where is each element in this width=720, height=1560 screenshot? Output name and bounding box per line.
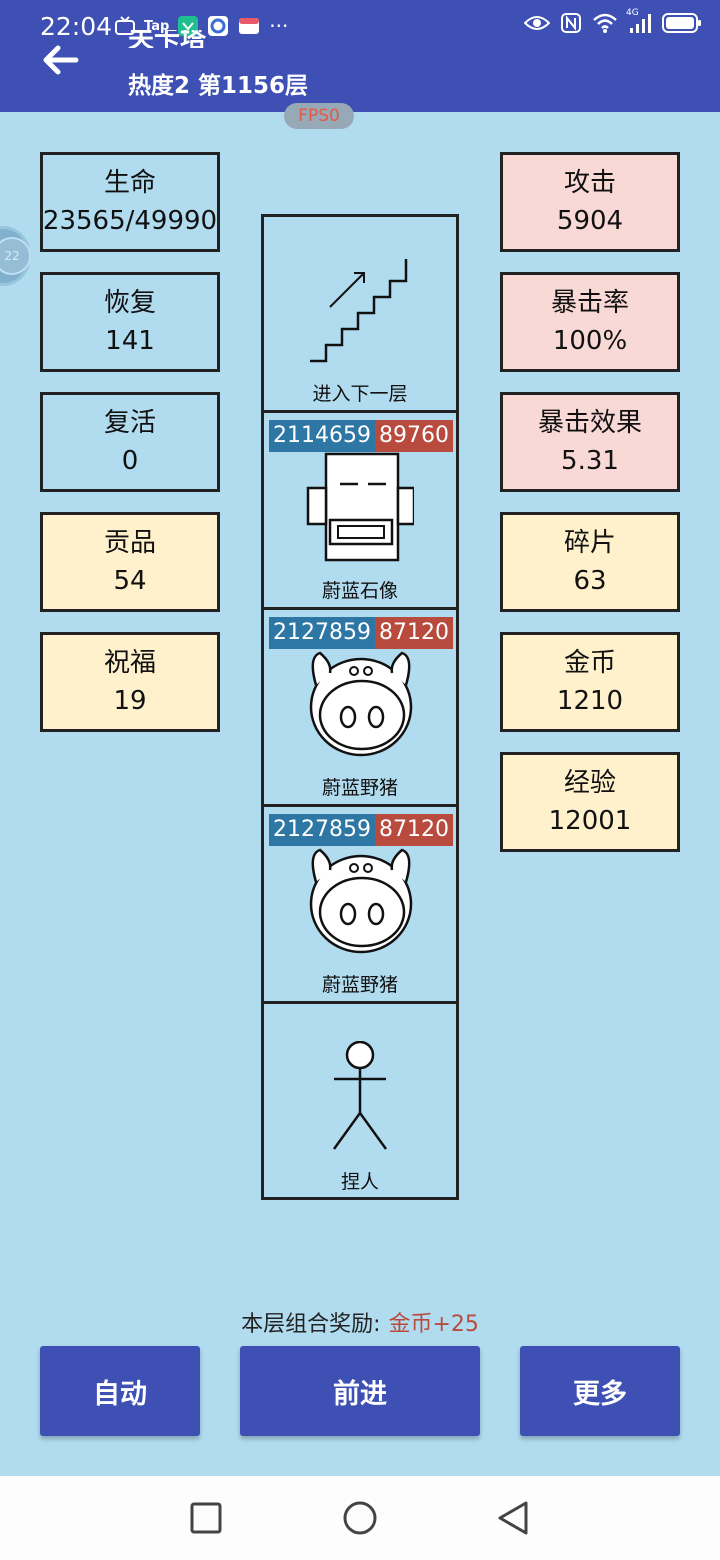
page-title: 关卡塔 [128,30,207,48]
stat-exp: 经验 12001 [500,752,680,852]
stat-label: 恢复 [103,288,156,318]
stat-label: 贡品 [103,528,156,558]
stat-attack: 攻击 5904 [500,152,680,252]
enemy-hp: 2127859 [269,617,375,649]
enemy-stat-bar: 2114659 89760 [269,420,453,452]
enemy-attack: 87120 [374,814,453,846]
stat-label: 祝福 [103,648,156,678]
app-red-icon [237,15,261,37]
boar-icon [309,651,413,757]
enemy-name: 蔚蓝石像 [321,580,398,602]
stat-label: 生命 [103,168,156,198]
nfc-icon [560,12,582,38]
stat-value: 54 [113,566,147,596]
notification-icons: Tap ··· [114,14,288,38]
stat-value: 63 [573,566,607,596]
stat-label: 暴击效果 [537,408,642,438]
stat-label: 金币 [563,648,616,678]
stairs-icon [310,259,408,363]
stat-gold: 金币 1210 [500,632,680,732]
signal-icon: 4G [626,8,652,38]
back-arrow-icon [43,45,79,75]
stat-value: 1210 [556,686,624,716]
enemy-hp: 2127859 [269,814,375,846]
tower-cell-player[interactable]: 捏人 [264,1005,456,1197]
tower-cell-enemy[interactable]: 2127859 87120 蔚蓝野猪 [264,808,456,1004]
enemy-stat-bar: 2127859 87120 [269,617,453,649]
stat-value: 5904 [556,206,624,236]
stat-tribute: 贡品 54 [40,512,220,612]
taptap-icon: Tap [144,18,170,34]
player-name: 捏人 [340,1171,379,1193]
system-nav-bar [0,1476,720,1560]
app-green-icon [177,15,199,37]
boar-icon [309,848,413,954]
status-time: 22:04 [40,12,113,41]
stat-revive: 复活 0 [40,392,220,492]
reward-value: 金币+25 [388,1312,479,1337]
stat-value: 23565/49990 [42,206,218,236]
stat-life: 生命 23565/49990 [40,152,220,252]
more-notifications-icon: ··· [269,14,289,38]
tower-column: 进入下一层 2114659 89760 蔚蓝石像 2127859 87120 [261,214,459,1200]
app-blue-icon [207,15,229,37]
stat-value: 5.31 [561,446,619,476]
stat-label: 经验 [563,768,616,798]
recents-square-icon[interactable] [190,1502,222,1534]
stat-value: 141 [105,326,155,356]
stat-label: 攻击 [563,168,616,198]
forward-button[interactable]: 前进 [240,1346,480,1436]
stat-value: 19 [113,686,147,716]
tower-cell-enemy[interactable]: 2127859 87120 蔚蓝野猪 [264,611,456,807]
floating-assistant-ball[interactable]: 22 [0,226,31,286]
tv-icon [114,15,136,37]
stat-fragments: 碎片 63 [500,512,680,612]
stat-crit-rate: 暴击率 100% [500,272,680,372]
fps-badge: FPS0 [284,103,354,129]
cell-label: 进入下一层 [312,383,408,405]
tower-cell-enemy[interactable]: 2114659 89760 蔚蓝石像 [264,414,456,610]
more-button[interactable]: 更多 [520,1346,680,1436]
stat-regen: 恢复 141 [40,272,220,372]
stat-value: 12001 [548,806,632,836]
wifi-icon [592,12,618,38]
float-ball-label: 22 [0,237,31,275]
stick-figure-icon [332,1041,388,1150]
auto-button[interactable]: 自动 [40,1346,200,1436]
enemy-stat-bar: 2127859 87120 [269,814,453,846]
stat-value: 0 [121,446,139,476]
stat-label: 复活 [103,408,156,438]
back-triangle-icon[interactable] [496,1500,530,1536]
statue-icon [306,452,414,562]
stat-label: 暴击率 [550,288,629,318]
reward-label: 本层组合奖励: [241,1312,381,1337]
back-button[interactable] [38,40,86,80]
stat-blessing: 祝福 19 [40,632,220,732]
enemy-name: 蔚蓝野猪 [321,777,398,799]
system-icons: 4G [523,8,702,38]
eye-icon [523,13,551,37]
home-circle-icon[interactable] [342,1500,378,1536]
enemy-name: 蔚蓝野猪 [321,974,398,996]
stat-label: 碎片 [563,528,616,558]
tower-cell-stairs[interactable]: 进入下一层 [264,217,456,413]
page-subtitle: 热度2 第1156层 [128,73,309,99]
app-header: 22:04 Tap ··· 4G [0,0,720,112]
enemy-attack: 89760 [374,420,453,452]
network-type: 4G [626,8,639,18]
enemy-attack: 87120 [374,617,453,649]
floor-reward: 本层组合奖励: 金币+25 [0,1306,720,1338]
stat-value: 100% [552,326,628,356]
battery-icon [662,12,702,38]
enemy-hp: 2114659 [269,420,375,452]
stat-crit-effect: 暴击效果 5.31 [500,392,680,492]
